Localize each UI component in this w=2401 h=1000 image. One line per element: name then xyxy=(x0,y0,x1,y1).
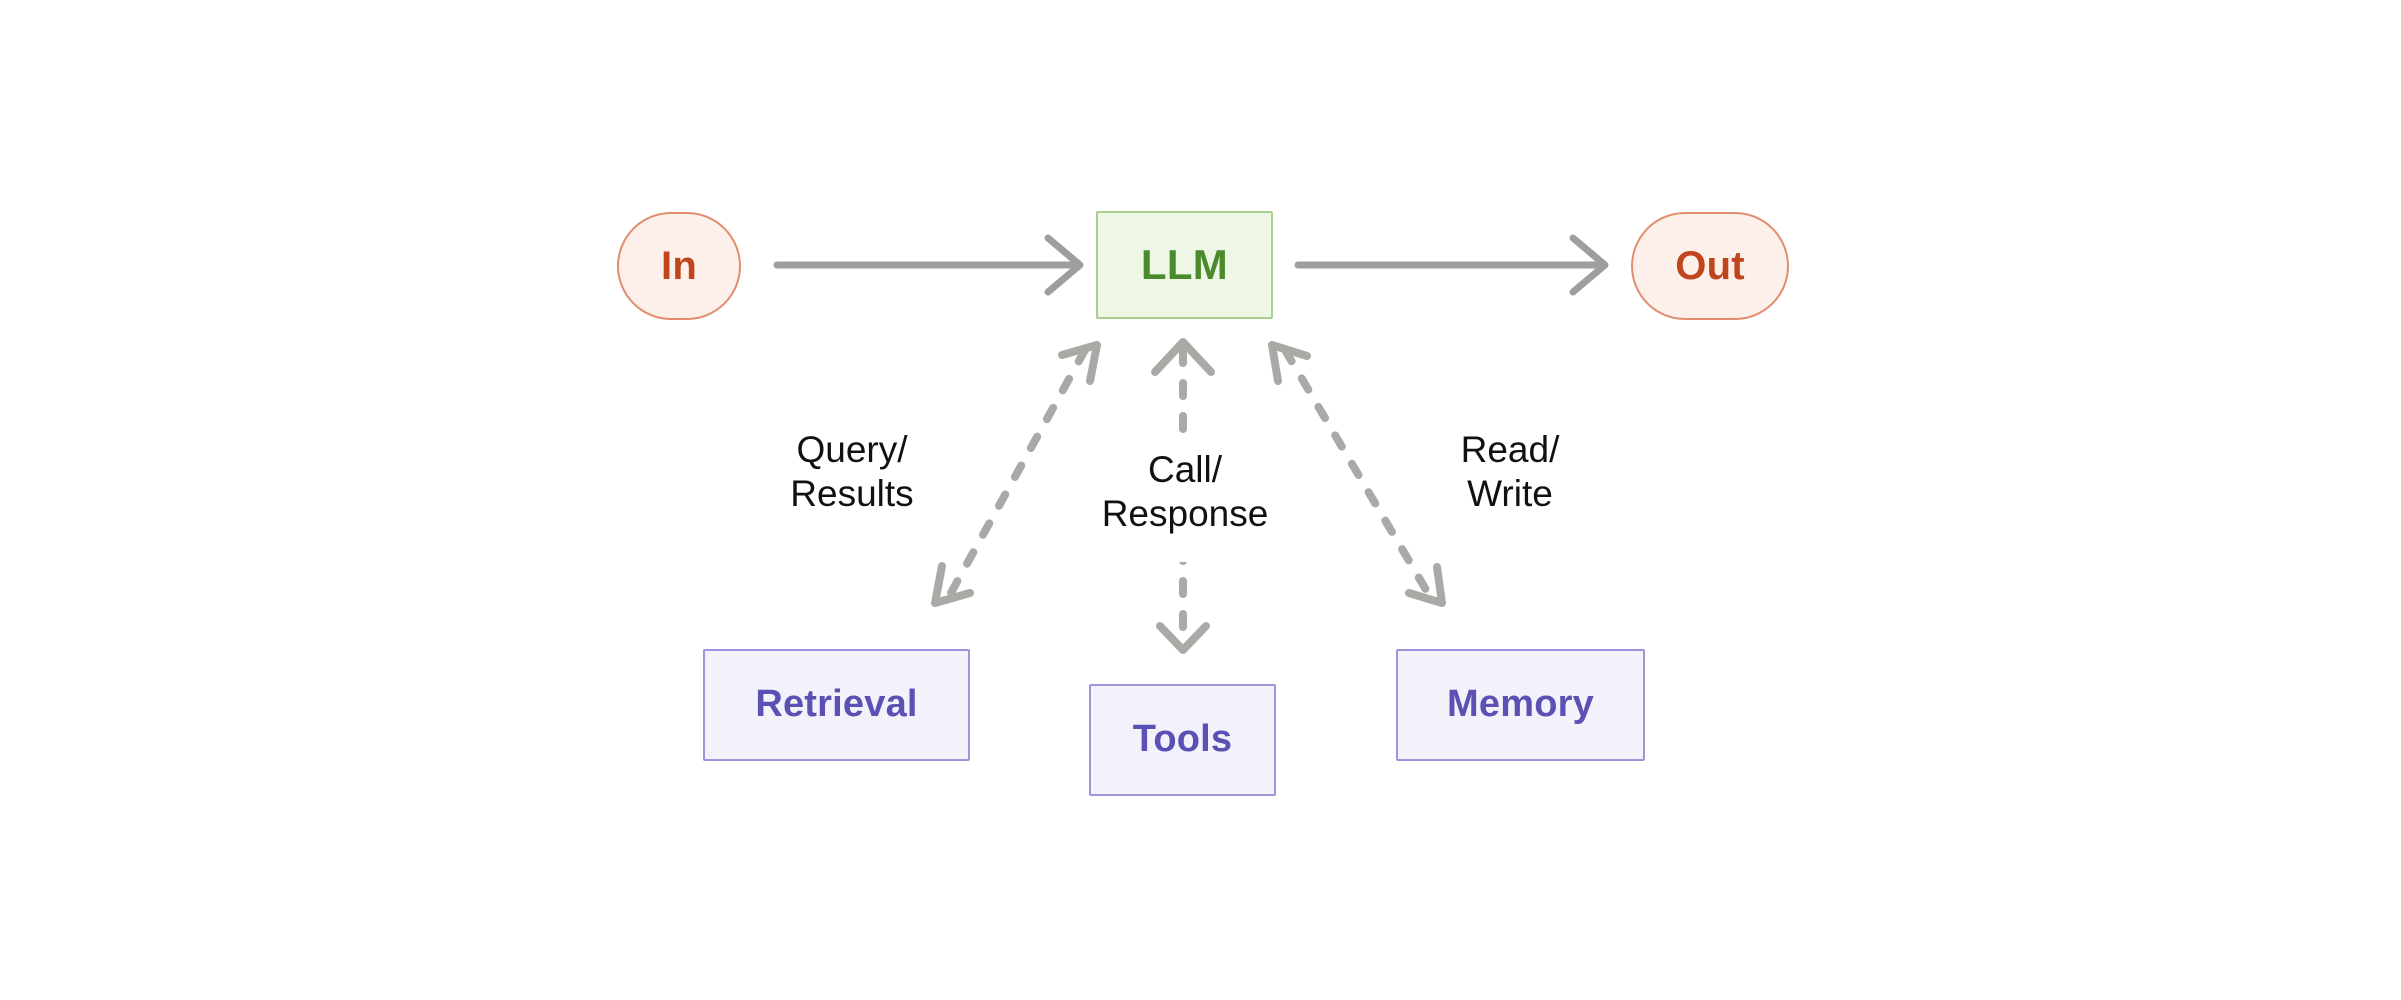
edge-llm-to-retrieval xyxy=(931,341,1101,607)
node-output[interactable]: Out xyxy=(1631,212,1789,320)
edge-llm-to-out xyxy=(1294,234,1609,296)
edge-llm-to-memory xyxy=(1268,341,1446,607)
edge-label-read-write: Read/ Write xyxy=(1460,429,1560,514)
edge-label-query-results: Query/ Results xyxy=(790,429,914,514)
node-input[interactable]: In xyxy=(617,212,741,320)
node-memory[interactable]: Memory xyxy=(1396,649,1645,761)
edge-label-call-response: Call/ Response xyxy=(1101,449,1269,534)
edge-in-to-llm xyxy=(773,234,1084,296)
node-tools[interactable]: Tools xyxy=(1089,684,1276,796)
node-retrieval[interactable]: Retrieval xyxy=(703,649,970,761)
node-llm[interactable]: LLM xyxy=(1096,211,1273,319)
edge-llm-to-tools xyxy=(1085,338,1285,654)
